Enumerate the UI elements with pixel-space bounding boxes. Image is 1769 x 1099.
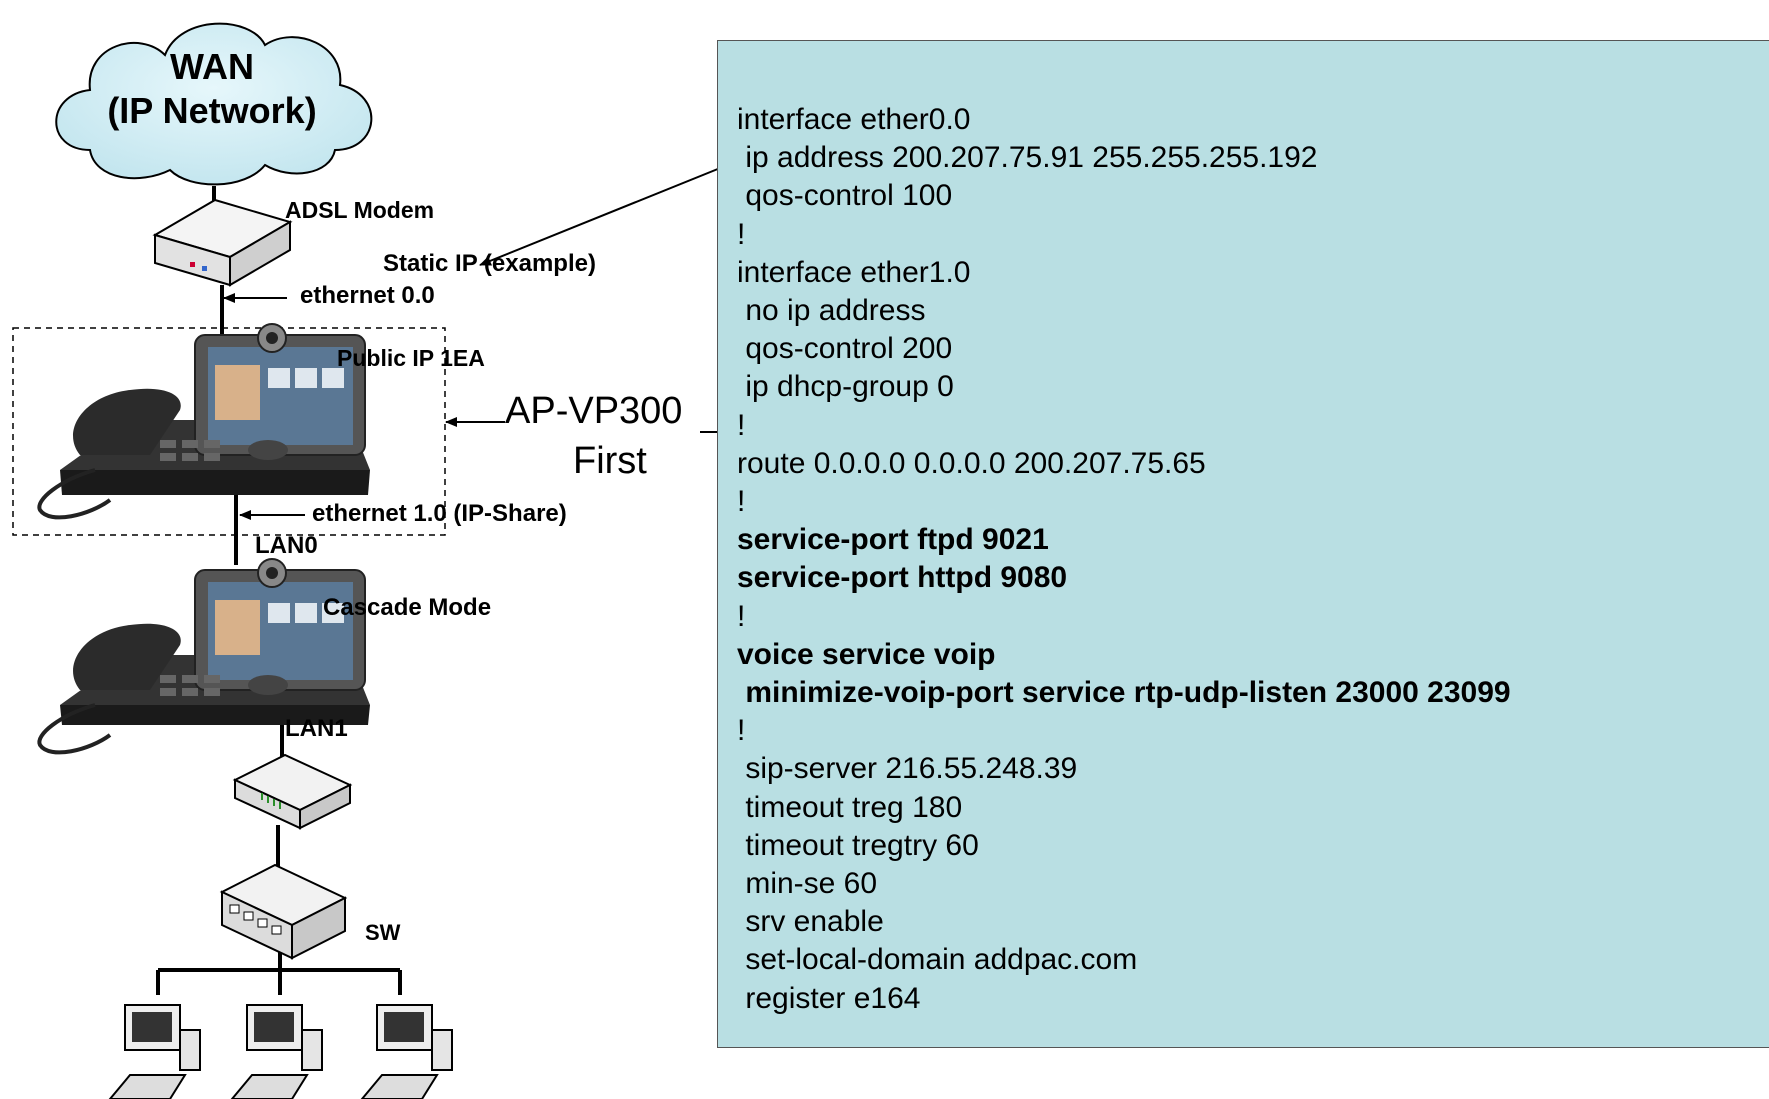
- config-line: interface ether0.0: [737, 103, 971, 136]
- lan0-label: LAN0: [255, 532, 318, 559]
- device-order-label: First: [573, 440, 647, 482]
- config-line: qos-control 200: [737, 332, 953, 366]
- config-line: !: [737, 408, 746, 442]
- config-line: !: [737, 714, 746, 748]
- pc-2-icon: [230, 1004, 323, 1099]
- video-phone-2-icon: [37, 558, 370, 755]
- config-line: ip dhcp-group 0: [737, 370, 954, 404]
- config-line: set-local-domain addpac.com: [737, 943, 1138, 977]
- config-line: route 0.0.0.0 0.0.0.0 200.207.75.65: [737, 446, 1206, 480]
- config-line: timeout treg 180: [737, 790, 963, 824]
- hub-icon: [232, 753, 353, 830]
- sw-label: SW: [365, 920, 401, 945]
- config-line: service-port ftpd 9021: [737, 523, 1049, 557]
- switch-icon: [219, 863, 348, 960]
- config-line: ip address 200.207.75.91 255.255.255.192: [737, 141, 1318, 175]
- config-line: !: [737, 217, 746, 251]
- device-name-label: AP-VP300: [505, 390, 683, 432]
- config-line: interface ether1.0: [737, 255, 971, 289]
- ethernet-00-label: ethernet 0.0: [300, 282, 435, 309]
- ip-network-label: (IP Network): [107, 90, 317, 131]
- wan-label: WAN: [170, 46, 254, 87]
- pc-3-icon: [360, 1004, 453, 1099]
- adsl-modem-icon: [152, 198, 293, 287]
- config-line: min-se 60: [737, 867, 878, 900]
- static-ip-label: Static IP (example): [383, 250, 596, 277]
- public-ip-label: Public IP 1EA: [337, 345, 485, 371]
- config-line: register e164: [737, 981, 921, 1015]
- cascade-mode-label: Cascade Mode: [323, 594, 492, 621]
- adsl-modem-label: ADSL Modem: [285, 197, 435, 223]
- config-line: service-port httpd 9080: [737, 561, 1068, 595]
- config-line: timeout tregtry 60: [737, 828, 979, 862]
- config-line: srv enable: [737, 905, 884, 939]
- config-line: minimize-voip-port service rtp-udp-liste…: [737, 676, 1511, 709]
- config-line: !: [737, 599, 746, 633]
- config-line: no ip address: [737, 294, 926, 327]
- config-panel: [717, 40, 1769, 1048]
- config-line: sip-server 216.55.248.39: [737, 752, 1078, 786]
- video-phone-1-icon: [37, 323, 370, 520]
- config-line: !: [737, 485, 746, 518]
- ethernet-10-label: ethernet 1.0 (IP-Share): [312, 500, 567, 527]
- wan-cloud-icon: [55, 22, 373, 186]
- pc-1-icon: [108, 1004, 201, 1099]
- arrow-static-ip: [479, 157, 746, 266]
- config-line: qos-control 100: [737, 179, 953, 213]
- config-line: voice service voip: [737, 637, 996, 671]
- lan1-label: LAN1: [285, 715, 348, 742]
